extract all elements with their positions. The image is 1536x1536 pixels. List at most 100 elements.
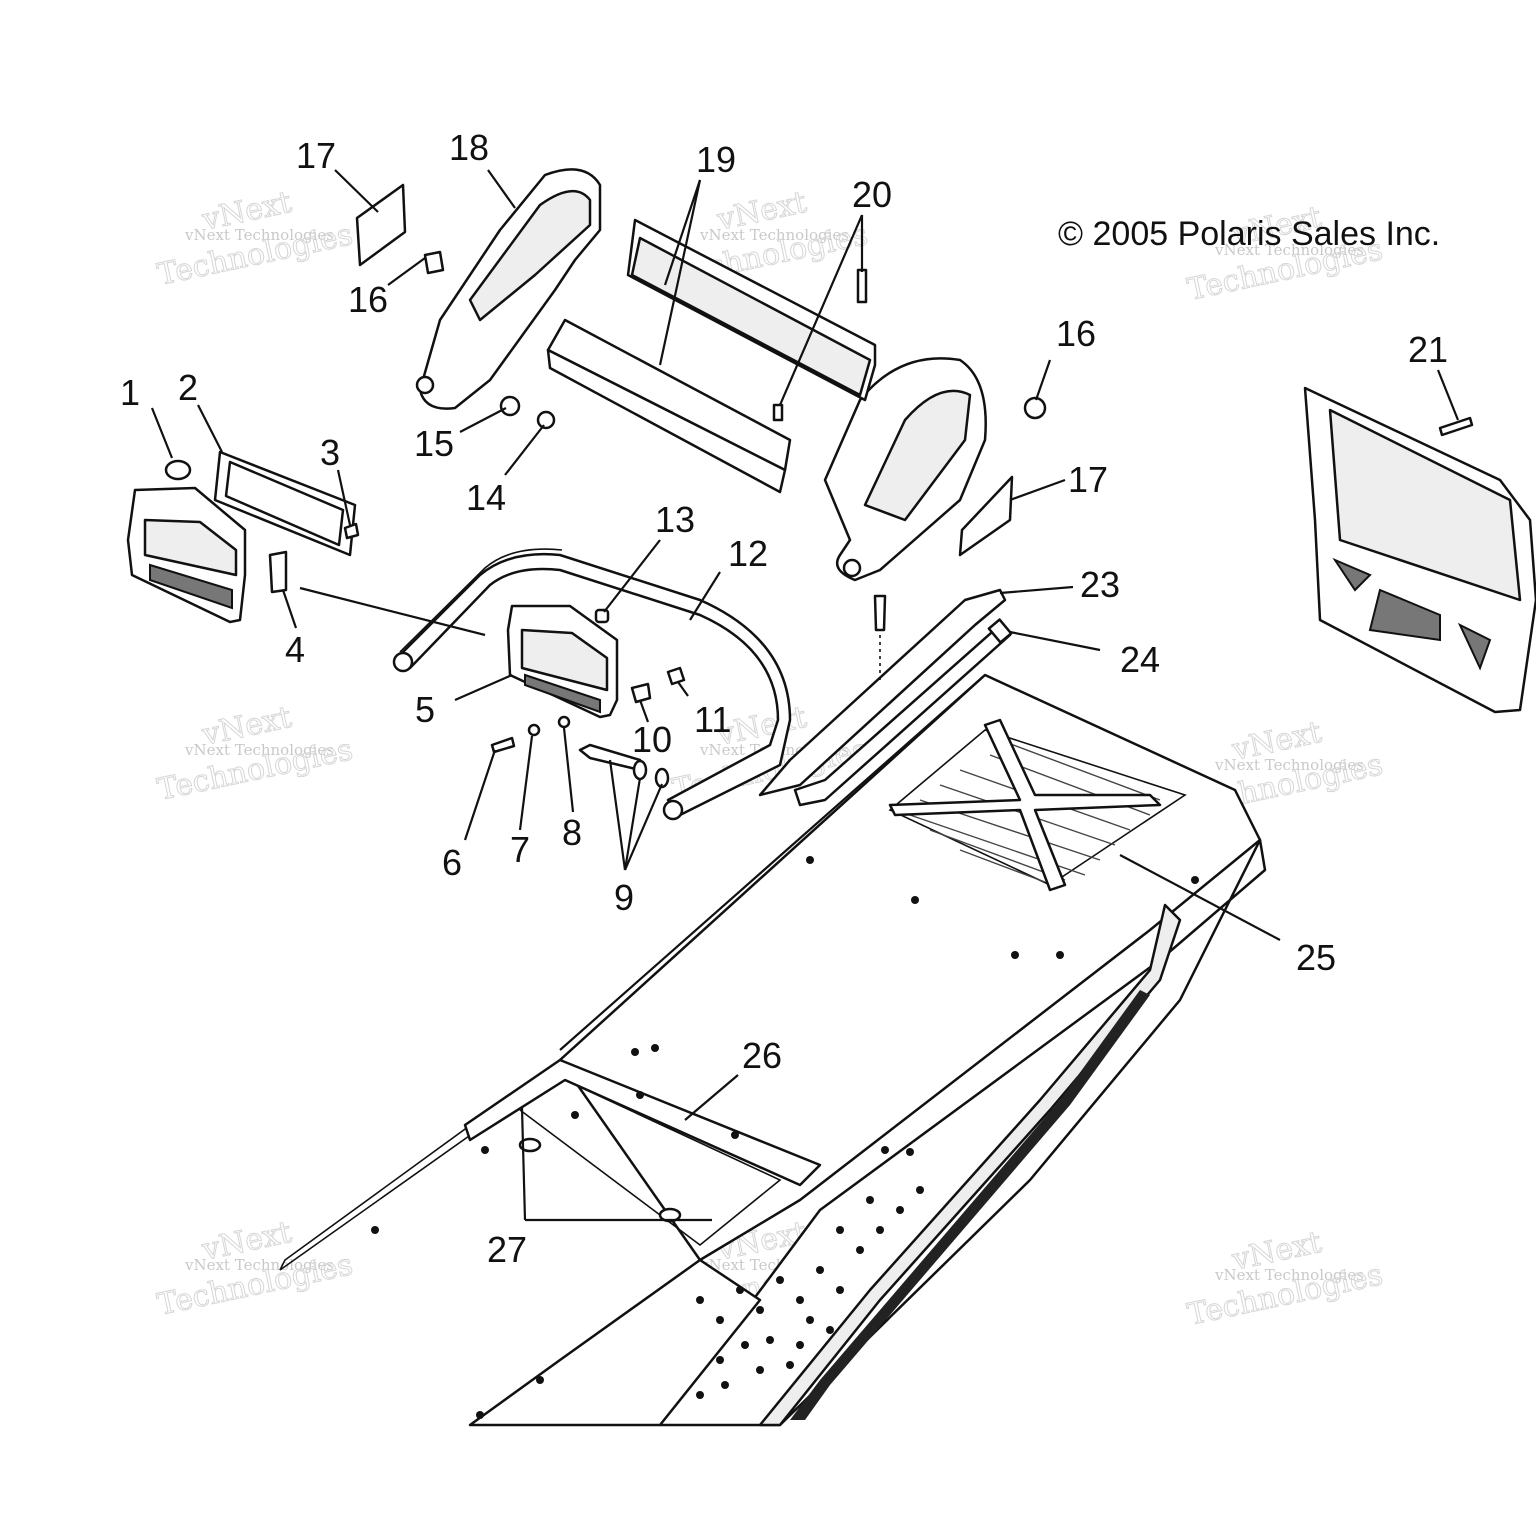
- rail: [758, 588, 1007, 797]
- leader-lines: [150, 169, 1460, 1222]
- decal-right: [958, 475, 1014, 557]
- bulb: [164, 459, 192, 481]
- tunnel-left-edge: [279, 1059, 566, 1271]
- watermark-small: vNext Technologies: [1214, 241, 1364, 259]
- callout-14: 14: [466, 477, 506, 518]
- spacer: [630, 682, 652, 704]
- bolt-20a: [856, 268, 868, 304]
- watermark-small: vNext Technologies: [184, 741, 334, 759]
- callout-17-right: 17: [1068, 459, 1108, 500]
- handle-hole: [842, 558, 862, 578]
- brace-inner: [519, 1079, 782, 1247]
- callout-17-left: 17: [296, 135, 336, 176]
- bracket: [268, 550, 288, 594]
- copyright-text: © 2005 Polaris Sales Inc.: [1058, 215, 1440, 253]
- left-grab-handle-grip: [468, 190, 592, 322]
- callout-6: 6: [442, 842, 462, 883]
- running-board-grip: [790, 990, 1150, 1420]
- flap-screw: [1438, 416, 1474, 437]
- callout-4: 4: [285, 629, 305, 670]
- watermark-small: vNext Technologies: [1214, 1266, 1364, 1284]
- perforations: [371, 856, 1199, 1419]
- taillight-exploded: [126, 450, 619, 719]
- snow-flap: [1303, 386, 1536, 714]
- screw-14: [536, 410, 556, 430]
- taillight-lamp-grille: [524, 673, 601, 714]
- callout-18: 18: [449, 127, 489, 168]
- tunnel-upper-edge: [559, 674, 986, 1051]
- watermark-small: vNext Technologies: [184, 226, 334, 244]
- callout-7: 7: [510, 829, 530, 870]
- washer-7: [527, 723, 541, 737]
- callout-19: 19: [696, 139, 736, 180]
- callout-10: 10: [632, 719, 672, 760]
- callout-25: 25: [1296, 937, 1336, 978]
- callout-3: 3: [320, 432, 340, 473]
- callout-9: 9: [614, 877, 634, 918]
- bumper-nut: [594, 608, 610, 624]
- right-grab-handle-grip: [863, 389, 972, 522]
- bumper-edge: [399, 548, 563, 653]
- callout-27: 27: [487, 1229, 527, 1270]
- bumper-end: [392, 651, 414, 673]
- screw-16-right: [1023, 396, 1047, 420]
- watermark-small: vNext Technologies: [184, 1256, 334, 1274]
- taillight-lamp-lens: [520, 628, 609, 692]
- watermark: vNext vNext Technologies Technologies: [1184, 1224, 1386, 1333]
- flap-cutout: [1368, 588, 1441, 642]
- flap-cutout: [1332, 557, 1372, 592]
- watermark: vNext vNext Technologies Technologies: [154, 184, 356, 293]
- callout-23: 23: [1080, 564, 1120, 605]
- callout-2: 2: [178, 367, 198, 408]
- bumper-end: [662, 799, 684, 821]
- grab-handles: [355, 168, 1047, 582]
- callout-1: 1: [120, 372, 140, 413]
- tunnel-top: [558, 673, 1262, 1262]
- rear-bumper: [392, 548, 792, 821]
- upper-channel-face: [630, 236, 872, 397]
- nut: [666, 666, 686, 686]
- washer-15: [499, 395, 521, 417]
- callout-16-right: 16: [1056, 313, 1096, 354]
- rail-bolt: [873, 594, 887, 632]
- tunnel-side: [658, 838, 1267, 1427]
- channels: [546, 218, 877, 494]
- lower-channel-face: [546, 348, 787, 494]
- callout-26: 26: [742, 1035, 782, 1076]
- gasket-inner: [224, 460, 345, 547]
- rail-bracket: [987, 618, 1013, 644]
- callout-24: 24: [1120, 639, 1160, 680]
- watermark: vNext vNext Technologies Technologies: [154, 699, 356, 808]
- washer-9a: [632, 759, 648, 781]
- flap-cutout: [1457, 622, 1492, 671]
- taillight-grille: [149, 563, 233, 610]
- callout-8: 8: [562, 812, 582, 853]
- washer-9b: [654, 767, 670, 789]
- callout-16-left: 16: [348, 279, 388, 320]
- callout-5: 5: [415, 689, 435, 730]
- watermark-small: vNext Technologies: [699, 226, 849, 244]
- handle-hole: [415, 375, 435, 395]
- watermark-small: vNext Technologies: [1214, 756, 1364, 774]
- x-brace: [888, 718, 1162, 892]
- callout-21: 21: [1408, 329, 1448, 370]
- callout-15: 15: [414, 423, 454, 464]
- callout-13: 13: [655, 499, 695, 540]
- oval-hole: [518, 1137, 542, 1153]
- washer-8: [557, 715, 571, 729]
- running-board: [758, 903, 1182, 1427]
- screw-16-left: [423, 250, 445, 275]
- callouts: 1 2 3 4 5 6 7 8 9 10 11 12 13 14 15 16 1…: [120, 127, 1448, 1270]
- callout-11: 11: [694, 699, 731, 740]
- callout-12: 12: [728, 533, 768, 574]
- snow-flap-ribs: [1328, 408, 1522, 602]
- taillight-lens: [143, 518, 238, 577]
- bolt-6: [490, 736, 516, 754]
- callout-20: 20: [852, 174, 892, 215]
- front-plate: [468, 1258, 762, 1427]
- decal-left: [355, 183, 407, 267]
- screw: [343, 522, 360, 540]
- tunnel-chassis: [279, 588, 1267, 1427]
- bolt-20b: [772, 403, 784, 422]
